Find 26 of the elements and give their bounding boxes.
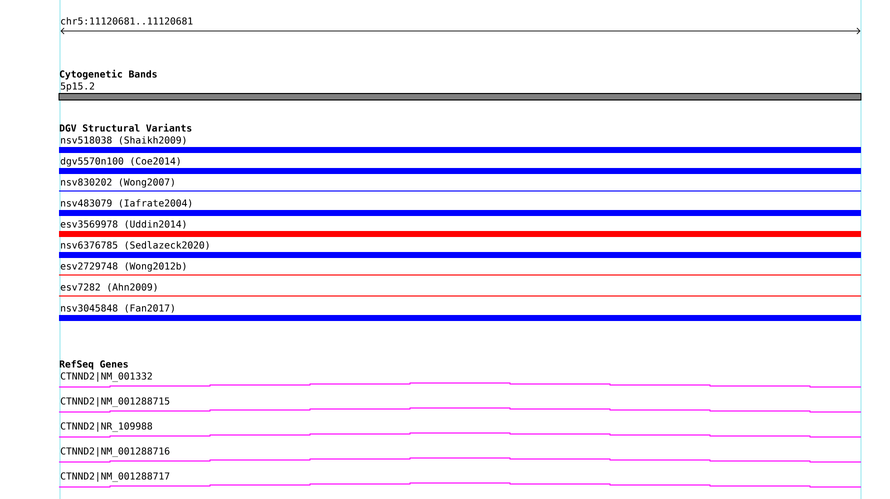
feature-track: nsv483079 (Iafrate2004)	[59, 199, 861, 216]
node-label: esv3569978 (Uddin2014)	[60, 220, 186, 229]
feature-track: CTNND2|NM_001288715	[58, 397, 862, 412]
feature-track: nsv3045848 (Fan2017)	[59, 304, 861, 321]
node-label: nsv518038 (Shaikh2009)	[61, 136, 186, 145]
feature-track: CTNND2|NR_109988	[58, 422, 862, 438]
feature-track: esv2729748 (Wong2012b)	[58, 262, 862, 276]
track-heading: DGV Structural Variants	[60, 124, 192, 132]
feature-track: esv7282 (Ahn2009)	[58, 283, 862, 296]
feature-track: CTNND2|NM_001288717	[58, 472, 862, 488]
track-heading: Cytogenetic Bands	[60, 70, 157, 80]
coordinate-label: chr5:11120681..11120681	[61, 17, 192, 25]
node-label: 5p15.2	[60, 82, 94, 92]
node-label: nsv3045848 (Fan2017)	[61, 304, 174, 313]
feature-track: esv3569978 (Uddin2014)	[59, 220, 861, 237]
feature-track: CTNND2|NM_001288716	[58, 447, 862, 462]
node-label: nsv483079 (Iafrate2004)	[61, 199, 192, 208]
feature-track: 5p15.2	[58, 82, 862, 100]
node-label: dgv5570n100 (Coe2014)	[60, 157, 180, 167]
feature-track: nsv830202 (Wong2007)	[58, 178, 862, 192]
feature-track: nsv6376785 (Sedlazeck2020)	[59, 241, 861, 258]
track-heading: RefSeq Genes	[60, 360, 128, 370]
feature-track: nsv518038 (Shaikh2009)	[59, 136, 861, 153]
feature-track: dgv5570n100 (Coe2014)	[59, 157, 861, 174]
node-label: nsv6376785 (Sedlazeck2020)	[61, 241, 208, 250]
feature-track: CTNND2|NM_001332	[58, 372, 862, 388]
